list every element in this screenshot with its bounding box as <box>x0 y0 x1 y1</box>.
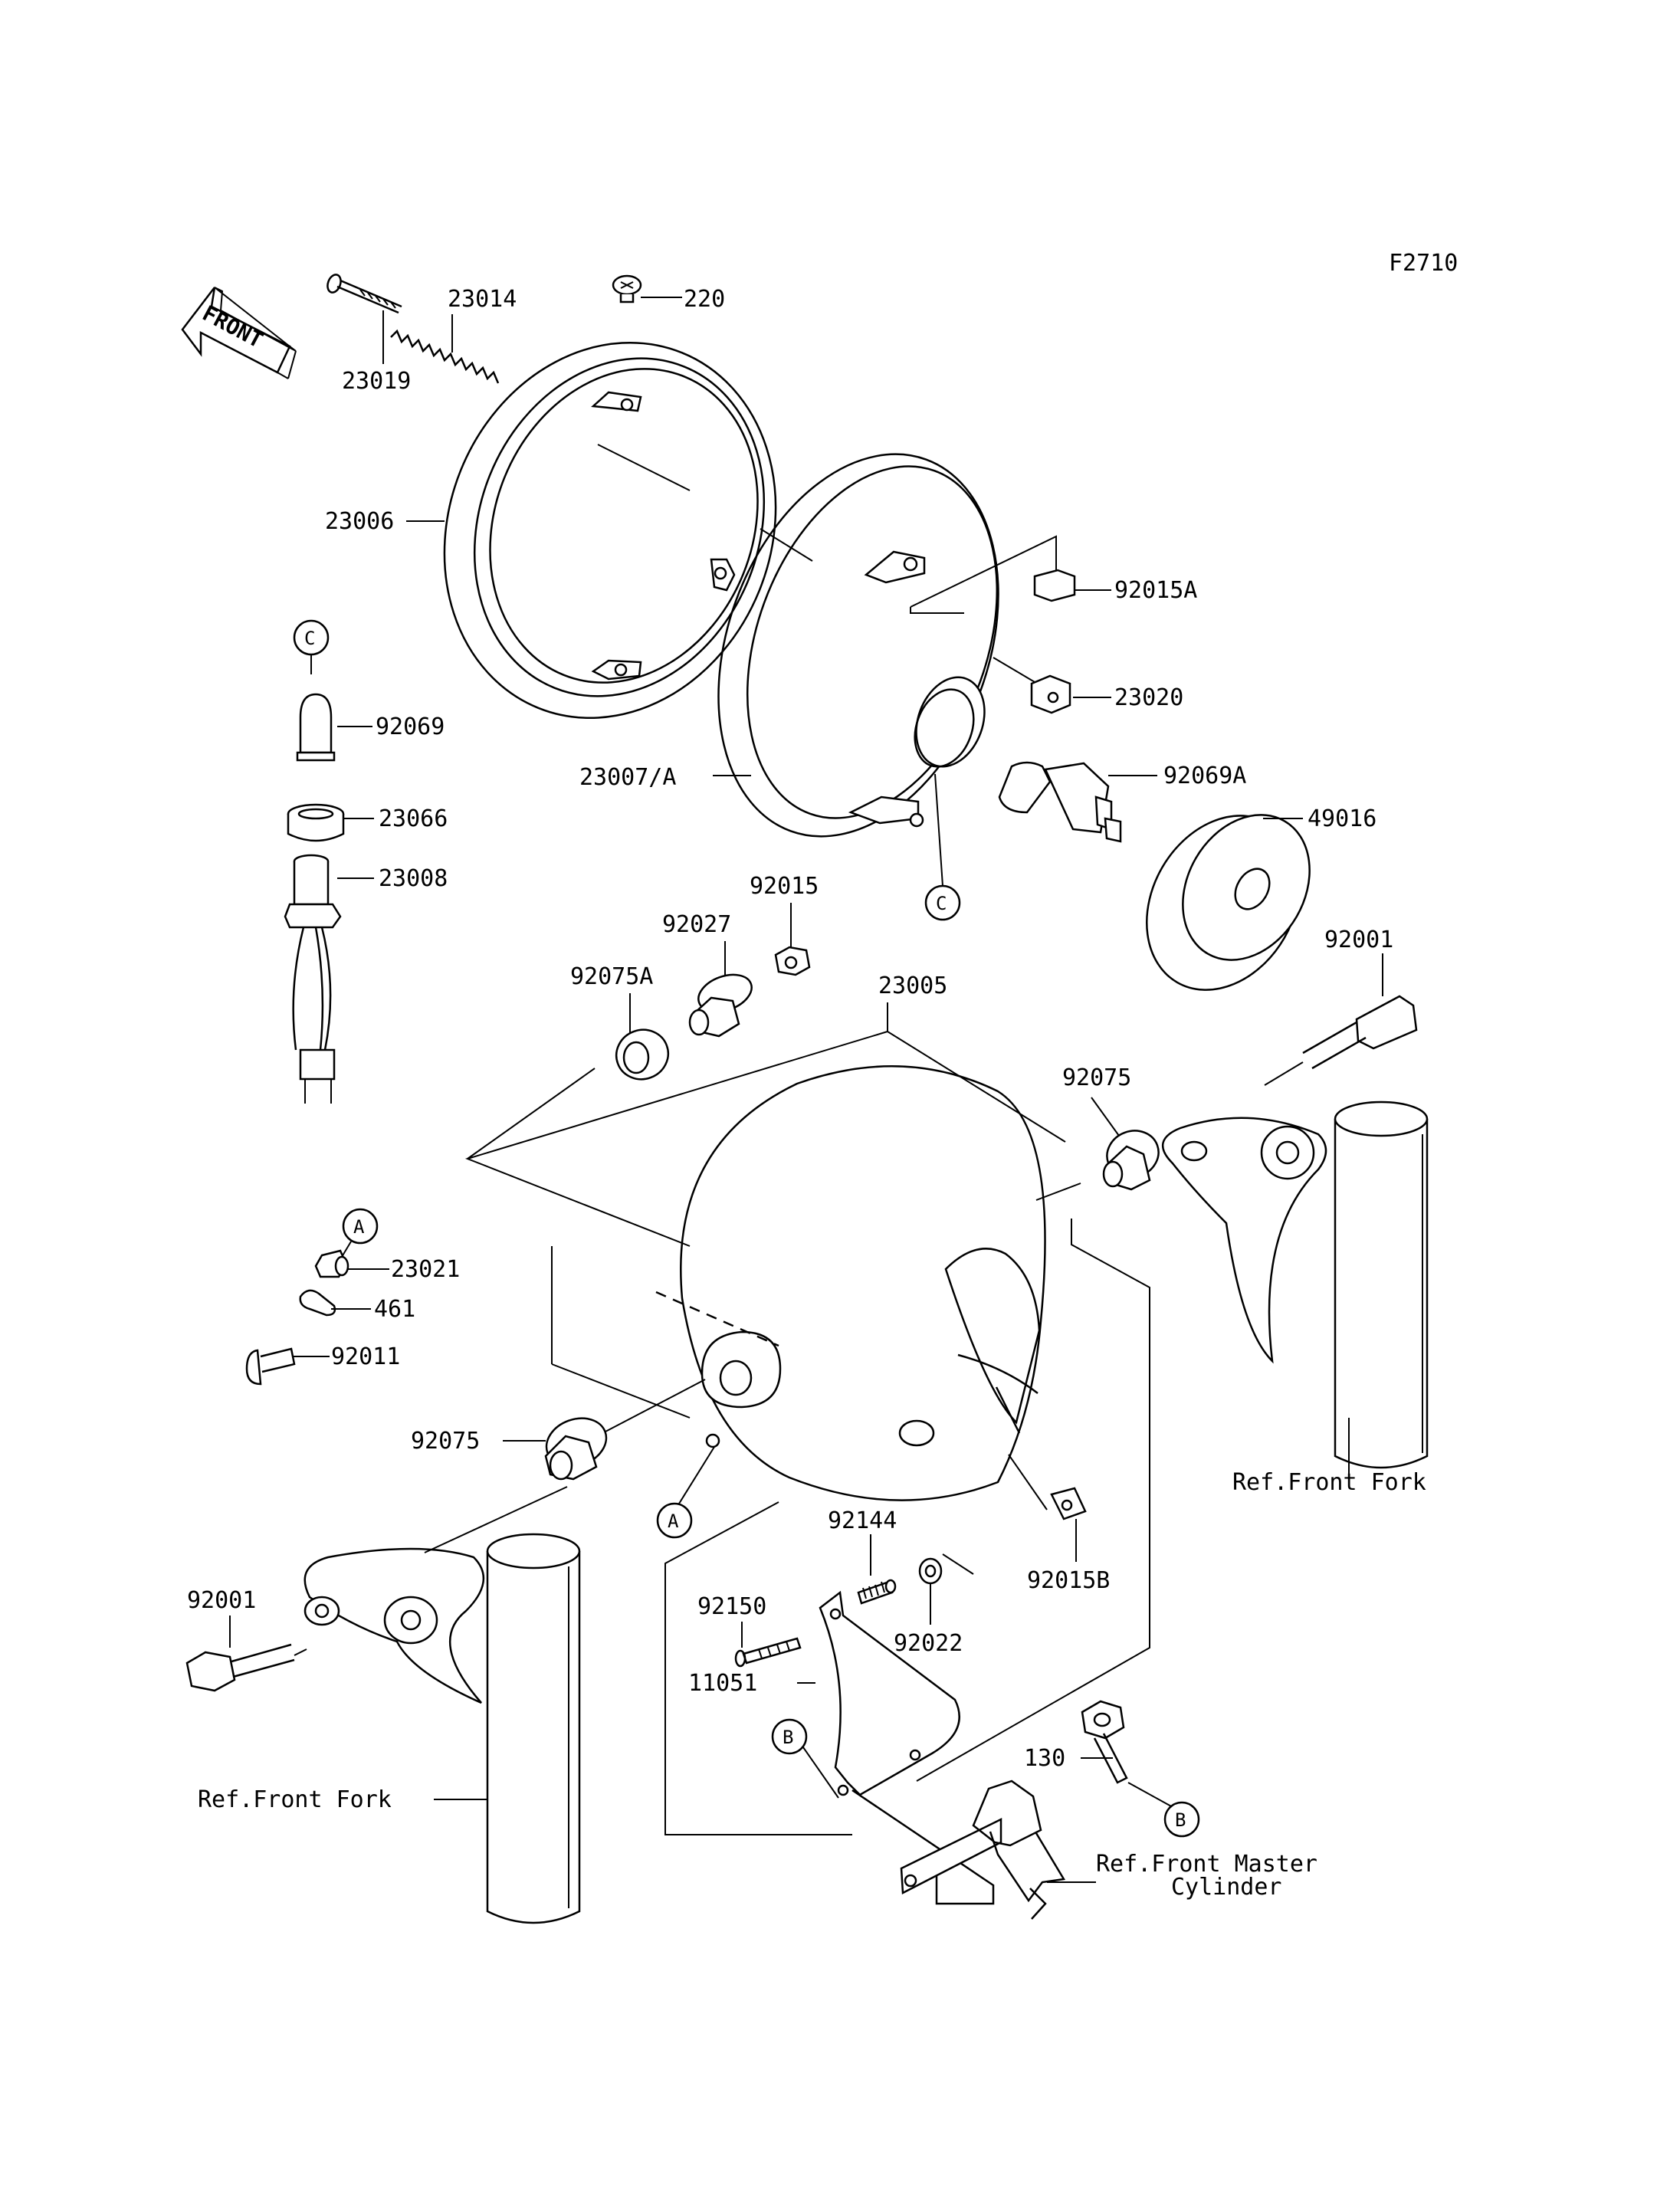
ref-front-fork-right: Ref.Front Fork <box>1232 1469 1426 1496</box>
label-461: 461 <box>374 1296 415 1323</box>
bracket-11051 <box>797 1590 1002 1905</box>
figure-code: F2710 <box>1389 250 1458 277</box>
callout-b-right-label: B <box>1175 1809 1186 1831</box>
clip-461 <box>299 1289 371 1317</box>
label-23020: 23020 <box>1114 684 1183 711</box>
label-130: 130 <box>1024 1745 1065 1772</box>
spring-23014 <box>390 314 500 384</box>
nut-92015 <box>774 903 811 976</box>
left-fork-bracket <box>304 1486 568 1704</box>
label-23019: 23019 <box>342 368 411 395</box>
label-92075a: 92075A <box>570 963 653 990</box>
nut-92015a <box>910 535 1111 614</box>
right-fork-tube <box>1334 1100 1429 1479</box>
nut-23020 <box>993 657 1111 714</box>
callout-c-top: C <box>293 619 330 674</box>
screw-23019 <box>326 274 402 364</box>
socket-23008 <box>284 854 374 1104</box>
callout-c-bottom: C <box>924 773 961 921</box>
label-92027: 92027 <box>662 911 731 938</box>
callout-c-top-label: C <box>304 628 315 649</box>
right-fork-bracket <box>1161 1117 1327 1364</box>
label-23021: 23021 <box>391 1256 460 1283</box>
label-23014: 23014 <box>448 286 517 313</box>
label-92075-left: 92075 <box>411 1428 480 1455</box>
label-92001-right: 92001 <box>1324 927 1393 953</box>
ref-master-cylinder-line1: Ref.Front Master <box>1096 1851 1317 1878</box>
bolt-130 <box>1081 1700 1173 1808</box>
ref-front-fork-left: Ref.Front Fork <box>198 1786 392 1813</box>
headlight-case-23005 <box>464 1002 1150 1782</box>
label-92144: 92144 <box>828 1507 897 1534</box>
callout-b-left-label: B <box>783 1727 793 1748</box>
label-23006: 23006 <box>325 508 394 535</box>
front-arrow-icon: FRONT <box>181 287 297 379</box>
callout-a-top-label: A <box>353 1216 365 1238</box>
callout-c-bottom-label: C <box>936 893 947 914</box>
grommet-92075a <box>615 993 670 1081</box>
label-92015: 92015 <box>750 873 819 900</box>
label-92075-right: 92075 <box>1062 1064 1131 1091</box>
nut-92015b <box>1008 1454 1087 1562</box>
label-23008: 23008 <box>379 865 448 892</box>
screw-220 <box>612 274 682 303</box>
callout-a-top: A <box>341 1208 379 1258</box>
label-92069: 92069 <box>376 713 445 740</box>
grommet-92075-right <box>1091 1097 1160 1191</box>
collar-92027 <box>688 941 753 1038</box>
label-220: 220 <box>684 286 725 313</box>
label-23007a: 23007/A <box>579 764 676 791</box>
label-92150: 92150 <box>697 1593 766 1620</box>
bolt-92001-right <box>1264 953 1418 1086</box>
label-23005: 23005 <box>878 973 947 999</box>
label-92015a: 92015A <box>1114 577 1197 604</box>
master-cylinder-clamp <box>972 1779 1096 1920</box>
label-92022: 92022 <box>894 1630 963 1657</box>
callout-a-bottom: A <box>656 1446 715 1539</box>
stud-92144 <box>857 1534 897 1605</box>
callout-b-right: B <box>1163 1801 1200 1838</box>
washer-92022 <box>918 1557 943 1625</box>
label-92015b: 92015B <box>1027 1567 1110 1594</box>
ref-master-cylinder-line2: Cylinder <box>1171 1874 1282 1901</box>
label-49016: 49016 <box>1308 805 1376 832</box>
bolt-92001-left <box>185 1615 307 1692</box>
lower-bracket-frame <box>664 1501 974 1835</box>
callout-a-bottom-label: A <box>668 1511 679 1532</box>
label-11051: 11051 <box>688 1670 757 1697</box>
label-92011: 92011 <box>331 1343 400 1370</box>
bulb-92069a <box>998 761 1157 843</box>
label-92001-left: 92001 <box>187 1587 256 1614</box>
grommet-23066 <box>287 803 374 842</box>
left-fork-tube <box>434 1533 581 1924</box>
clip-23021 <box>314 1249 389 1278</box>
label-92069a: 92069A <box>1163 763 1246 789</box>
headlight-rim-23006 <box>406 341 777 720</box>
bulb-92069 <box>296 693 372 762</box>
grommet-92075-left <box>503 1379 706 1481</box>
headlight-unit-23007a <box>597 444 999 838</box>
label-23066: 23066 <box>379 805 448 832</box>
bolt-92150 <box>734 1622 802 1668</box>
callout-b-left: B <box>771 1718 839 1799</box>
dust-cover-49016 <box>1146 814 1311 991</box>
screw-92011 <box>245 1347 330 1386</box>
